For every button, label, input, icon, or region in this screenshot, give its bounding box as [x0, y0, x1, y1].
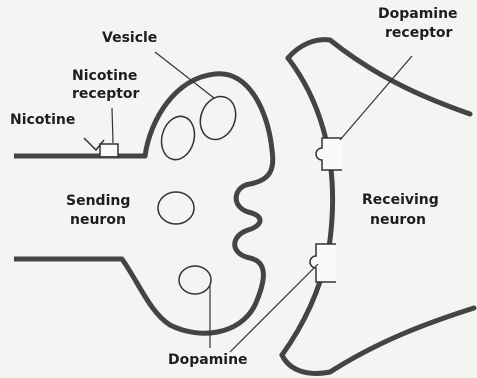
nicotine-receptor	[100, 144, 118, 156]
label-dopamine: Dopamine	[168, 352, 248, 368]
pointer-nicotine-receptor	[112, 108, 113, 143]
label-receiving-line1: Receiving	[362, 192, 439, 208]
label-sending-line2: neuron	[70, 212, 126, 228]
label-nicotine-receptor-line1: Nicotine	[72, 68, 137, 84]
label-receiving-line2: neuron	[370, 212, 426, 228]
vesicle	[195, 92, 242, 145]
label-vesicle: Vesicle	[102, 30, 157, 46]
label-nicotine: Nicotine	[10, 112, 75, 128]
dopamine-receptor	[316, 138, 342, 170]
label-sending-line1: Sending	[66, 193, 130, 209]
dopamine-receptor	[310, 244, 336, 282]
pointer-dopamine	[230, 264, 318, 352]
vesicle	[158, 192, 194, 224]
vesicle	[179, 266, 211, 294]
label-nicotine-receptor-line2: receptor	[72, 86, 140, 102]
label-dopamine-receptor-line1: Dopamine	[378, 6, 458, 22]
vesicle	[157, 113, 199, 164]
label-dopamine-receptor-line2: receptor	[385, 25, 453, 41]
pointer-dopamine-receptor	[340, 56, 412, 140]
